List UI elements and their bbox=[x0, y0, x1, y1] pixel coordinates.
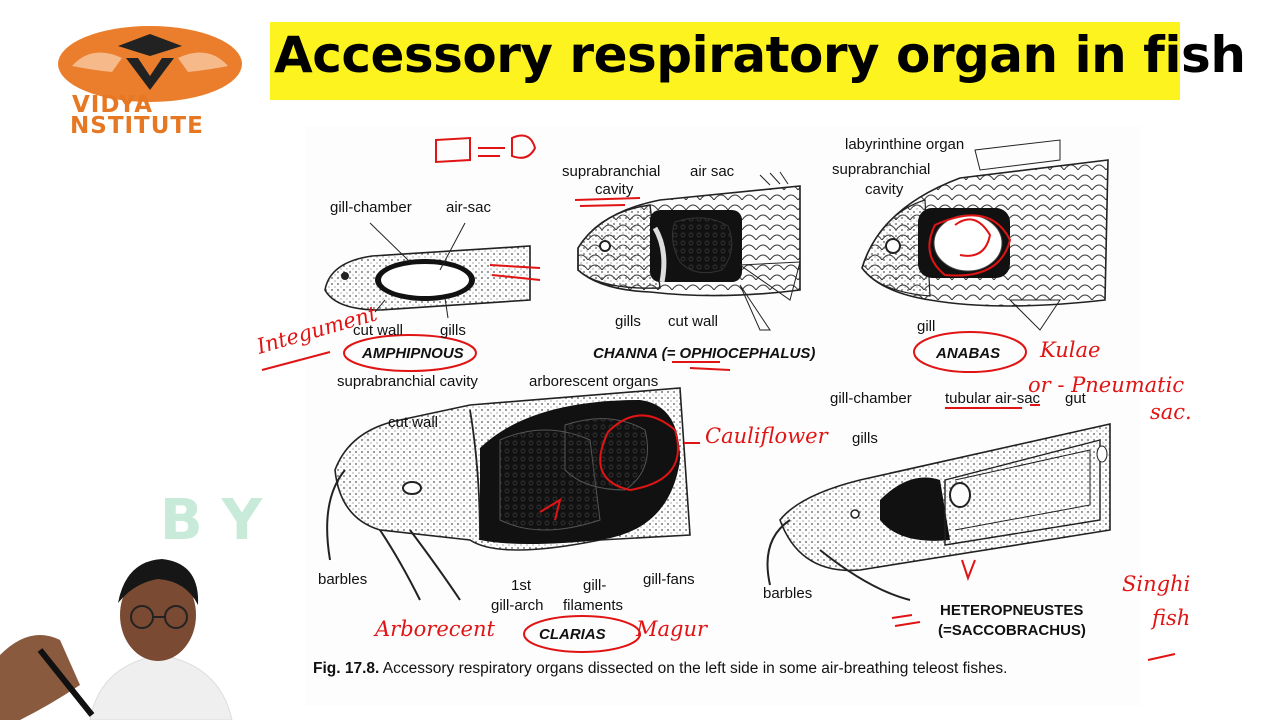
species-heteropneustes: HETEROPNEUSTES bbox=[940, 602, 1084, 619]
annotation-magur: Magur bbox=[636, 617, 708, 641]
label-cavity-2: cavity bbox=[595, 181, 634, 198]
label-cavity-3: cavity bbox=[865, 181, 904, 198]
title-highlight bbox=[270, 22, 1180, 100]
annotation-singhi: Singhi bbox=[1122, 572, 1191, 596]
channa-drawing bbox=[577, 171, 801, 331]
heteropneustes-drawing bbox=[766, 423, 1111, 601]
species-anabas: ANABAS bbox=[936, 345, 1001, 362]
labyrinth-scribble bbox=[928, 214, 1012, 277]
label-gills-2: gills bbox=[615, 313, 641, 330]
label-barbles-4: barbles bbox=[318, 571, 368, 588]
watermark-text: BY bbox=[160, 488, 285, 553]
label-cut-wall-4: cut wall bbox=[388, 414, 439, 431]
label-suprabranchial-2: suprabranchial bbox=[562, 163, 661, 180]
caption-text: Accessory respiratory organs dissected o… bbox=[382, 660, 1008, 677]
label-tubular-air-sac: tubular air-sac bbox=[945, 390, 1041, 407]
annotation-cauliflower: Cauliflower bbox=[705, 424, 828, 448]
species-channa: CHANNA (= OPHIOCEPHALUS) bbox=[593, 345, 816, 362]
label-barbles-5: barbles bbox=[763, 585, 813, 602]
clarias-circle bbox=[523, 615, 641, 653]
annotation-pneumatic: or - Pneumatic bbox=[1028, 373, 1185, 397]
annotation-sac: sac. bbox=[1150, 400, 1192, 424]
presenter-video bbox=[0, 555, 280, 720]
presenter-hair bbox=[118, 559, 199, 605]
label-cut-wall-2: cut wall bbox=[668, 313, 719, 330]
label-gill-chamber-1: gill-chamber bbox=[330, 199, 412, 216]
caption-number: Fig. 17.8. bbox=[313, 660, 380, 677]
label-filaments: filaments bbox=[563, 597, 624, 614]
stylus-icon bbox=[37, 648, 95, 717]
slide-title: Accessory respiratory organ in fish bbox=[274, 26, 1246, 84]
presenter-hand bbox=[0, 635, 80, 720]
logo-text-institute: NSTITUTE bbox=[70, 113, 204, 139]
label-gill-fans: gill-fans bbox=[643, 571, 695, 588]
species-clarias: CLARIAS bbox=[539, 626, 606, 643]
label-air-sac-2: air sac bbox=[690, 163, 735, 180]
label-suprabranchial-3: suprabranchial bbox=[832, 161, 931, 178]
species-saccobrachus: (=SACCOBRACHUS) bbox=[938, 622, 1086, 639]
left-wing-icon bbox=[72, 52, 122, 72]
annotation-arborecent: Arborecent bbox=[375, 617, 495, 641]
anabas-circle bbox=[913, 331, 1027, 373]
label-labyrinthine-organ: labyrinthine organ bbox=[845, 136, 965, 153]
amphipnous-circle bbox=[343, 334, 477, 372]
arborescent-circle bbox=[599, 414, 679, 492]
label-air-sac-1: air-sac bbox=[446, 199, 492, 216]
label-gill-hyphen: gill- bbox=[583, 577, 607, 594]
label-gut: gut bbox=[1065, 390, 1086, 407]
label-arborescent-organs: arborescent organs bbox=[529, 373, 659, 390]
graduation-cap-icon bbox=[118, 34, 182, 56]
label-gill-arch: gill-arch bbox=[491, 597, 544, 614]
label-suprabranchial-cavity: suprabranchial cavity bbox=[337, 373, 478, 390]
institute-logo bbox=[58, 26, 242, 102]
label-gill-3: gill bbox=[917, 318, 936, 335]
right-wing-icon bbox=[178, 52, 228, 72]
logo-text-vidya: VIDYA bbox=[72, 92, 154, 118]
presenter-face bbox=[120, 569, 196, 661]
species-amphipnous: AMPHIPNOUS bbox=[362, 345, 464, 362]
annotation-fish: fish bbox=[1152, 606, 1191, 630]
clarias-drawing bbox=[326, 387, 691, 601]
label-1st: 1st bbox=[511, 577, 532, 594]
anabas-drawing bbox=[861, 139, 1109, 331]
label-gills-1: gills bbox=[440, 322, 466, 339]
annotation-kulae: Kulae bbox=[1040, 338, 1101, 362]
figure-caption: Fig. 17.8. Accessory respiratory organs … bbox=[313, 659, 1143, 679]
label-gill-chamber-5: gill-chamber bbox=[830, 390, 912, 407]
v-mark-icon bbox=[126, 58, 174, 90]
label-cut-wall-1: cut wall bbox=[353, 322, 404, 339]
label-gills-5: gills bbox=[852, 430, 878, 447]
amphipnous-drawing bbox=[324, 222, 531, 319]
